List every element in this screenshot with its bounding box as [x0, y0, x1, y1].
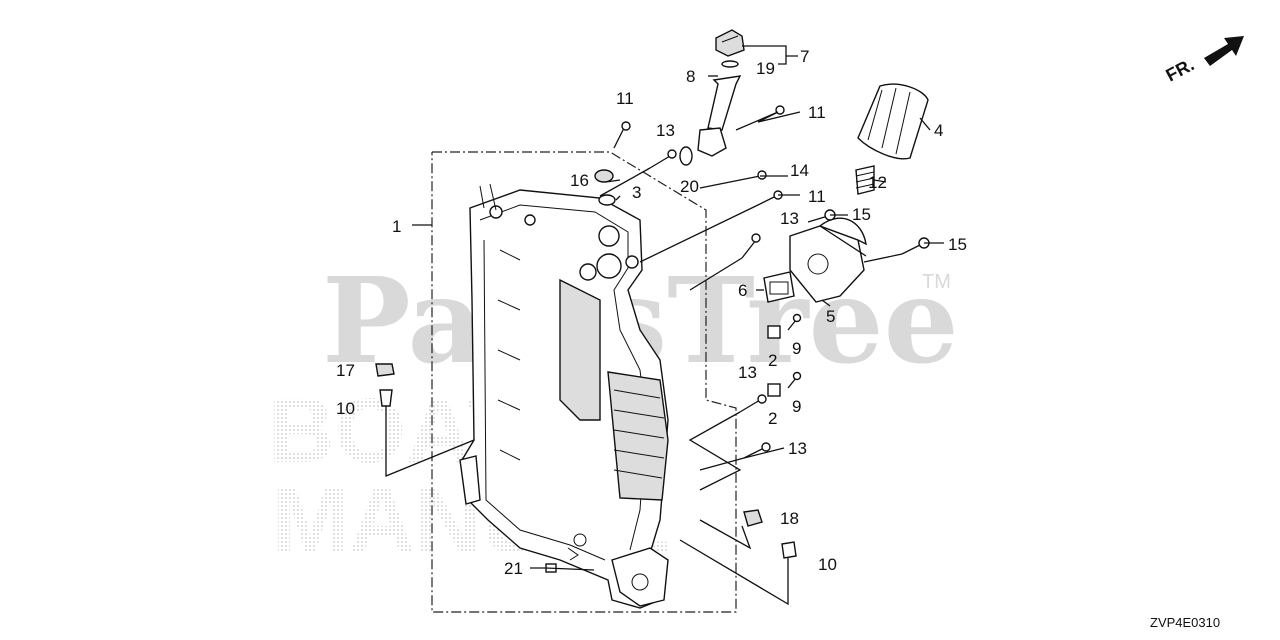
callout-9: 9: [792, 397, 801, 416]
oil-filter: [855, 83, 929, 195]
callout-11: 11: [808, 103, 826, 122]
callout-12: 12: [868, 173, 887, 192]
callout-10: 10: [818, 555, 837, 574]
oil-filter-base: [763, 217, 867, 303]
callout-10: 10: [336, 399, 355, 418]
callout-9: 9: [792, 339, 801, 358]
callout-19: 19: [756, 59, 775, 78]
callout-4: 4: [934, 121, 943, 140]
watermark-trademark: TM: [922, 271, 951, 293]
diagram-code: ZVP4E0310: [1150, 615, 1220, 630]
callout-13: 13: [656, 121, 675, 140]
callout-13: 13: [738, 363, 757, 382]
callout-21: 21: [504, 559, 523, 578]
assembly-boundary: [431, 151, 737, 613]
front-label: FR.: [1162, 54, 1197, 85]
callout-2: 2: [768, 351, 777, 370]
callout-5: 5: [826, 307, 835, 326]
callout-14: 14: [790, 161, 809, 180]
callout-17: 17: [336, 361, 355, 380]
crankcase-body: [459, 183, 669, 609]
callout-18: 18: [780, 509, 799, 528]
callout-1: 1: [392, 217, 401, 236]
callout-11: 11: [808, 187, 826, 206]
front-arrow-icon: [1204, 36, 1244, 66]
callout-2: 2: [768, 409, 777, 428]
callout-15: 15: [852, 205, 871, 224]
leader-lines: [385, 45, 944, 606]
callout-8: 8: [686, 67, 695, 86]
callout-labels: 1 2 2 3 4 5 6 7 8 9 9 10 10 11 11 11 12 …: [336, 47, 967, 578]
fasteners: [375, 105, 930, 590]
callout-6: 6: [738, 281, 747, 300]
callout-13: 13: [788, 439, 807, 458]
callout-3: 3: [632, 183, 641, 202]
callout-16: 16: [570, 171, 589, 190]
callout-11: 11: [616, 89, 634, 108]
callout-15: 15: [948, 235, 967, 254]
callout-7: 7: [800, 47, 809, 66]
callout-13: 13: [780, 209, 799, 228]
callout-20: 20: [680, 177, 699, 196]
oil-filler-assembly: [679, 29, 745, 166]
front-direction-indicator: FR.: [1162, 36, 1244, 86]
